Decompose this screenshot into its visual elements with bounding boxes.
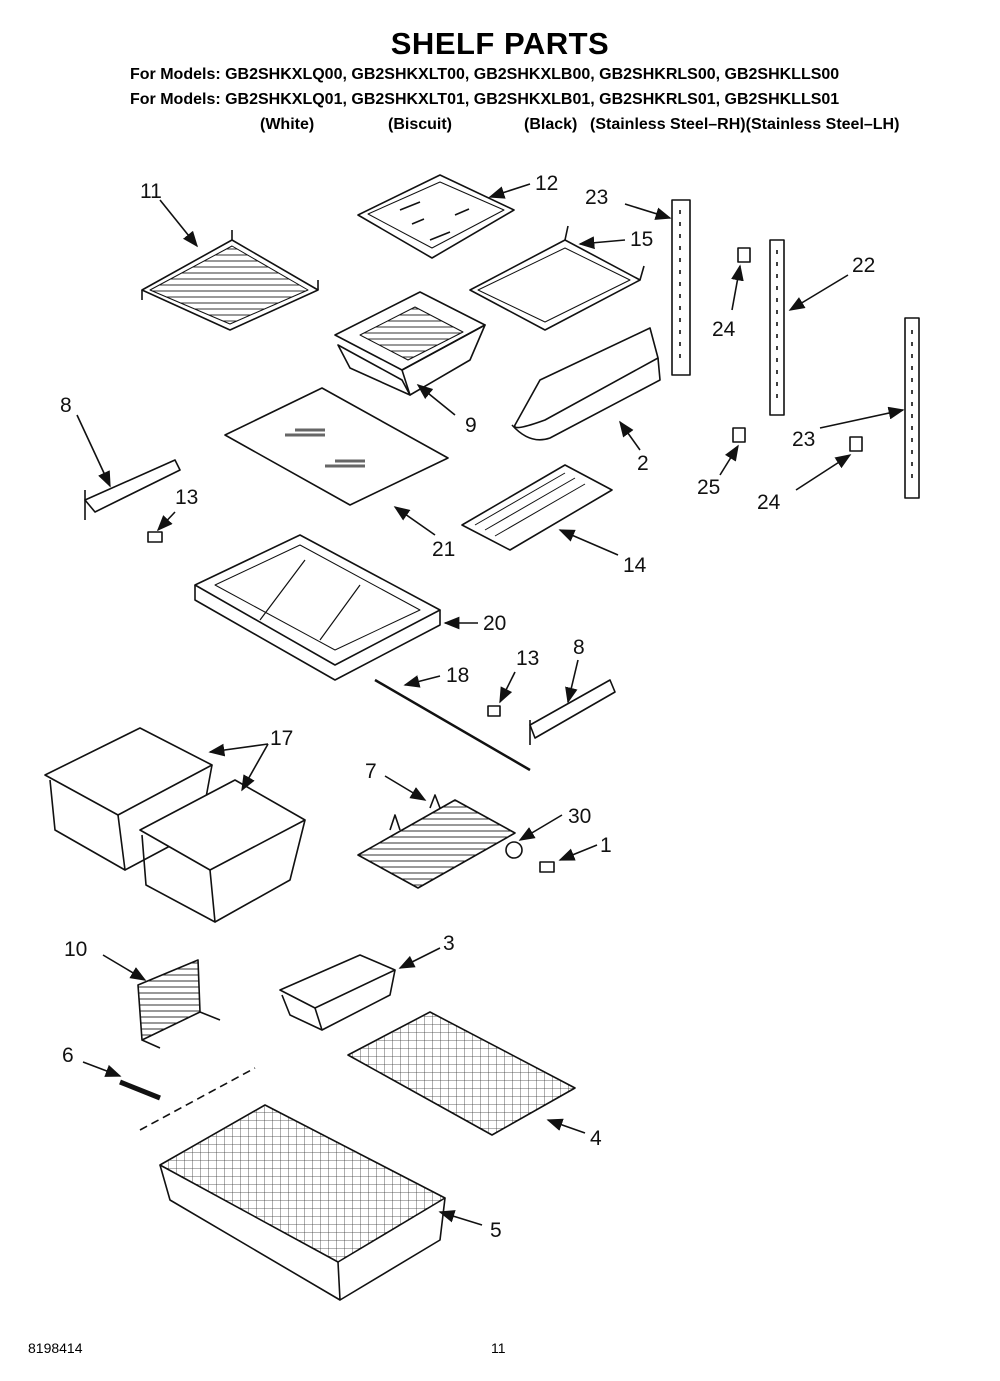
leader-3 xyxy=(398,947,441,969)
part-25-screw xyxy=(732,427,746,443)
leader-1 xyxy=(558,844,598,861)
leader-23-upper xyxy=(624,203,672,220)
part-3-small-bin xyxy=(279,954,396,1031)
callout-14: 14 xyxy=(623,554,647,577)
leader-7 xyxy=(384,775,427,801)
part-17-crisper-right xyxy=(139,779,306,923)
leader-9 xyxy=(416,383,456,416)
leader-14 xyxy=(558,529,619,556)
part-18-rod xyxy=(374,678,531,772)
callout-23-upper: 23 xyxy=(585,186,608,209)
callout-8-left: 8 xyxy=(60,394,72,417)
callout-20: 20 xyxy=(483,612,506,635)
callout-2: 2 xyxy=(637,452,649,475)
leader-13-left xyxy=(156,511,176,532)
part-23-rail-right xyxy=(904,317,920,499)
callout-17: 17 xyxy=(270,727,293,750)
leader-2 xyxy=(619,420,641,451)
leader-13-right xyxy=(499,671,516,704)
callout-4: 4 xyxy=(590,1127,602,1150)
callout-15: 15 xyxy=(630,228,653,251)
page-number: 11 xyxy=(491,1340,506,1356)
finish-white: (White) xyxy=(260,116,315,133)
callout-1: 1 xyxy=(600,834,612,857)
part-1-screw xyxy=(539,861,555,873)
callout-30: 30 xyxy=(568,805,591,828)
part-24-screw-lower xyxy=(849,436,863,452)
part-15-shelf-frame xyxy=(469,225,645,331)
callout-24-lower: 24 xyxy=(757,491,781,514)
part-24-screw-upper xyxy=(737,247,751,263)
callout-6: 6 xyxy=(62,1044,74,1067)
callout-labels: 11 12 23 15 22 24 8 13 9 2 23 25 24 21 1… xyxy=(60,172,875,1242)
leader-18 xyxy=(403,675,441,688)
leader-8-left xyxy=(76,414,111,488)
leader-25 xyxy=(719,444,739,476)
leader-24-lower xyxy=(795,454,852,491)
callout-3: 3 xyxy=(443,932,455,955)
leader-arrows xyxy=(76,183,905,1226)
leader-17-right xyxy=(241,743,269,792)
callout-25: 25 xyxy=(697,476,720,499)
leader-8-right xyxy=(565,659,579,704)
part-5-wire-basket xyxy=(159,1104,446,1301)
callout-23-lower: 23 xyxy=(792,428,815,451)
part-4-wire-shelf xyxy=(347,1011,576,1136)
part-7-dispenser-tray xyxy=(357,794,516,889)
leader-24-upper xyxy=(731,264,744,311)
leader-15 xyxy=(578,236,626,250)
callout-8-right: 8 xyxy=(573,636,585,659)
leader-5 xyxy=(438,1210,483,1226)
part-13-screw-right xyxy=(487,705,501,717)
part-20-drawer-frame xyxy=(194,534,441,681)
leader-12 xyxy=(488,183,531,199)
leader-17-left xyxy=(208,743,269,757)
leader-6 xyxy=(82,1061,122,1077)
callout-11: 11 xyxy=(140,180,162,203)
models-line-1: For Models: GB2SHKXLQ00, GB2SHKXLT00, GB… xyxy=(130,66,840,83)
part-10-divider xyxy=(137,959,221,1049)
part-21-glass-shelf xyxy=(224,387,449,506)
doc-number: 8198414 xyxy=(28,1340,83,1356)
leader-30 xyxy=(518,814,563,841)
callout-9: 9 xyxy=(465,414,477,437)
callout-13-left: 13 xyxy=(175,486,198,509)
finish-black: (Black) xyxy=(524,116,578,133)
part-22-rail xyxy=(769,239,785,416)
leader-4 xyxy=(546,1118,586,1134)
leader-23-lower xyxy=(819,406,905,429)
part-12-tray xyxy=(357,174,515,259)
part-30-bushing xyxy=(505,841,523,859)
callout-5: 5 xyxy=(490,1219,502,1242)
models-line-2: For Models: GB2SHKXLQ01, GB2SHKXLT01, GB… xyxy=(130,91,840,108)
callout-24-upper: 24 xyxy=(712,318,736,341)
callout-13-right: 13 xyxy=(516,647,539,670)
part-14-ice-tray xyxy=(461,464,613,551)
callout-21: 21 xyxy=(432,538,455,561)
leader-22 xyxy=(788,274,849,311)
callout-10: 10 xyxy=(64,938,87,961)
part-8-bracket-left xyxy=(84,459,181,543)
leader-10 xyxy=(102,954,147,981)
page-title: SHELF PARTS xyxy=(390,26,610,61)
leader-21 xyxy=(393,506,436,536)
callout-12: 12 xyxy=(535,172,558,195)
callout-7: 7 xyxy=(365,760,377,783)
leader-11 xyxy=(159,199,199,248)
finish-biscuit: (Biscuit) xyxy=(388,116,452,133)
part-9-freezer-bin xyxy=(334,291,486,396)
callout-22: 22 xyxy=(852,254,875,277)
part-11-freezer-shelf xyxy=(141,230,319,331)
callout-18: 18 xyxy=(446,664,469,687)
finish-stainless: (Stainless Steel–RH)(Stainless Steel–LH) xyxy=(590,116,900,133)
part-6-pin xyxy=(119,1067,256,1131)
part-8-bracket-right xyxy=(529,679,616,745)
page-header: SHELF PARTS For Models: GB2SHKXLQ00, GB2… xyxy=(0,0,1000,150)
part-23-rail-left xyxy=(671,199,691,376)
part-2-crisper-cover xyxy=(511,327,661,441)
